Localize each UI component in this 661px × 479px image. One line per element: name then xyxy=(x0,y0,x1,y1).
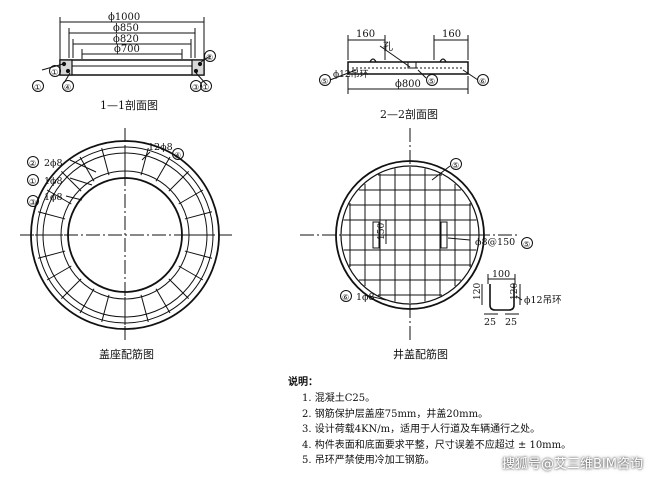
marker-1a: ① xyxy=(51,68,58,77)
cover-marker-6: ⑥ xyxy=(342,293,349,302)
lift-ring-detail-label: ϕ12吊环 xyxy=(524,295,562,306)
radial-rebar xyxy=(37,250,66,259)
marker-6: ⑥ xyxy=(479,77,486,86)
lift-ring-detail xyxy=(481,274,523,315)
marker-2: ② xyxy=(206,53,213,62)
dim-150: 150 xyxy=(377,223,387,240)
dim-820: ϕ820 xyxy=(113,34,139,45)
radial-rebar xyxy=(101,294,110,323)
radial-rebar xyxy=(79,156,95,182)
seat-plan xyxy=(20,128,232,342)
spacing-label: ϕ8@150 xyxy=(475,237,515,248)
marker-5b: ⑤ xyxy=(428,77,435,86)
title-seat-plan: 盖座配筋图 xyxy=(99,347,154,361)
dim-800: ϕ800 xyxy=(395,79,421,90)
bottom-label-1phi8: 1ϕ8 xyxy=(356,292,375,303)
marker-4: ④ xyxy=(64,83,71,92)
radial-rebar xyxy=(46,265,72,281)
dim-100: 100 xyxy=(492,269,510,280)
dim-120-right: 120 xyxy=(510,283,520,300)
seat-marker-1: ① xyxy=(29,177,36,186)
radial-rebar xyxy=(168,171,189,192)
seat-marker-2: ② xyxy=(29,159,36,168)
radial-rebar xyxy=(168,278,189,299)
note-item: 1. 混凝土C25。 xyxy=(302,393,376,405)
marker-5a: ⑤ xyxy=(321,77,328,86)
note-item: 5. 吊环严禁使用冷加工钢筋。 xyxy=(302,455,435,467)
cover-marker-5a: ⑤ xyxy=(452,161,459,170)
section-2-2 xyxy=(319,35,489,94)
dim-160-left: 160 xyxy=(356,29,375,40)
cover-marker-5b: ⑤ xyxy=(523,240,530,249)
radial-rebar xyxy=(178,189,204,205)
dim-160-right: 160 xyxy=(442,29,461,40)
title-cover-plan: 井盖配筋图 xyxy=(393,347,448,361)
section-1-1 xyxy=(32,17,216,92)
marker-1c: ① xyxy=(202,83,209,92)
dim-25-left: 25 xyxy=(484,317,496,328)
radial-rebar xyxy=(155,156,171,182)
dim-850: ϕ850 xyxy=(113,23,139,34)
seat-marker-3: ③ xyxy=(29,198,36,207)
radial-rebar xyxy=(79,288,95,314)
lift-ring-label: ϕ12吊环 xyxy=(333,69,369,80)
title-section-2-2: 2—2剖面图 xyxy=(380,107,438,121)
radial-rebar xyxy=(155,288,171,314)
rebar-label-12phi8: 12ϕ8 xyxy=(148,142,173,153)
dim-25-right: 25 xyxy=(505,317,517,328)
hole-label: 孔 xyxy=(383,41,393,53)
title-section-1-1: 1—1剖面图 xyxy=(100,98,158,112)
radial-rebar xyxy=(61,171,82,192)
radial-rebar xyxy=(101,147,110,176)
rebar-label-1phi8-a: 1ϕ8 xyxy=(44,176,63,187)
radial-rebar xyxy=(61,278,82,299)
dim-1000: ϕ1000 xyxy=(108,12,140,23)
rebar-label-1phi8-b: 1ϕ8 xyxy=(44,192,63,203)
dim-700: ϕ700 xyxy=(114,44,140,55)
radial-rebar xyxy=(184,211,213,220)
radial-rebar xyxy=(37,211,66,220)
notes-block: 说明： 1. 混凝土C25。 2. 钢筋保护层盖座75mm，井盖20mm。 3.… xyxy=(288,375,618,468)
rebar-label-2phi8: 2ϕ8 xyxy=(44,158,63,169)
note-item: 2. 钢筋保护层盖座75mm，井盖20mm。 xyxy=(302,408,489,420)
cover-plan xyxy=(300,128,533,342)
radial-rebar xyxy=(140,294,149,323)
radial-rebar xyxy=(46,189,72,205)
watermark: 搜狐号@艾三维BIM咨询 xyxy=(502,457,643,472)
radial-rebar xyxy=(140,147,149,176)
radial-rebar xyxy=(184,250,213,259)
note-item: 4. 构件表面和底面要求平整，尺寸误差不应超过 ± 10mm。 xyxy=(302,439,572,451)
marker-3: ③ xyxy=(192,83,199,92)
dim-120-left: 120 xyxy=(473,283,483,300)
radial-rebar xyxy=(178,265,204,281)
notes-heading: 说明： xyxy=(288,377,318,388)
seat-marker-4: ④ xyxy=(174,151,181,160)
note-item: 3. 设计荷载4KN/m，适用于人行道及车辆通行之处。 xyxy=(302,424,541,436)
marker-1b: ① xyxy=(34,83,41,92)
